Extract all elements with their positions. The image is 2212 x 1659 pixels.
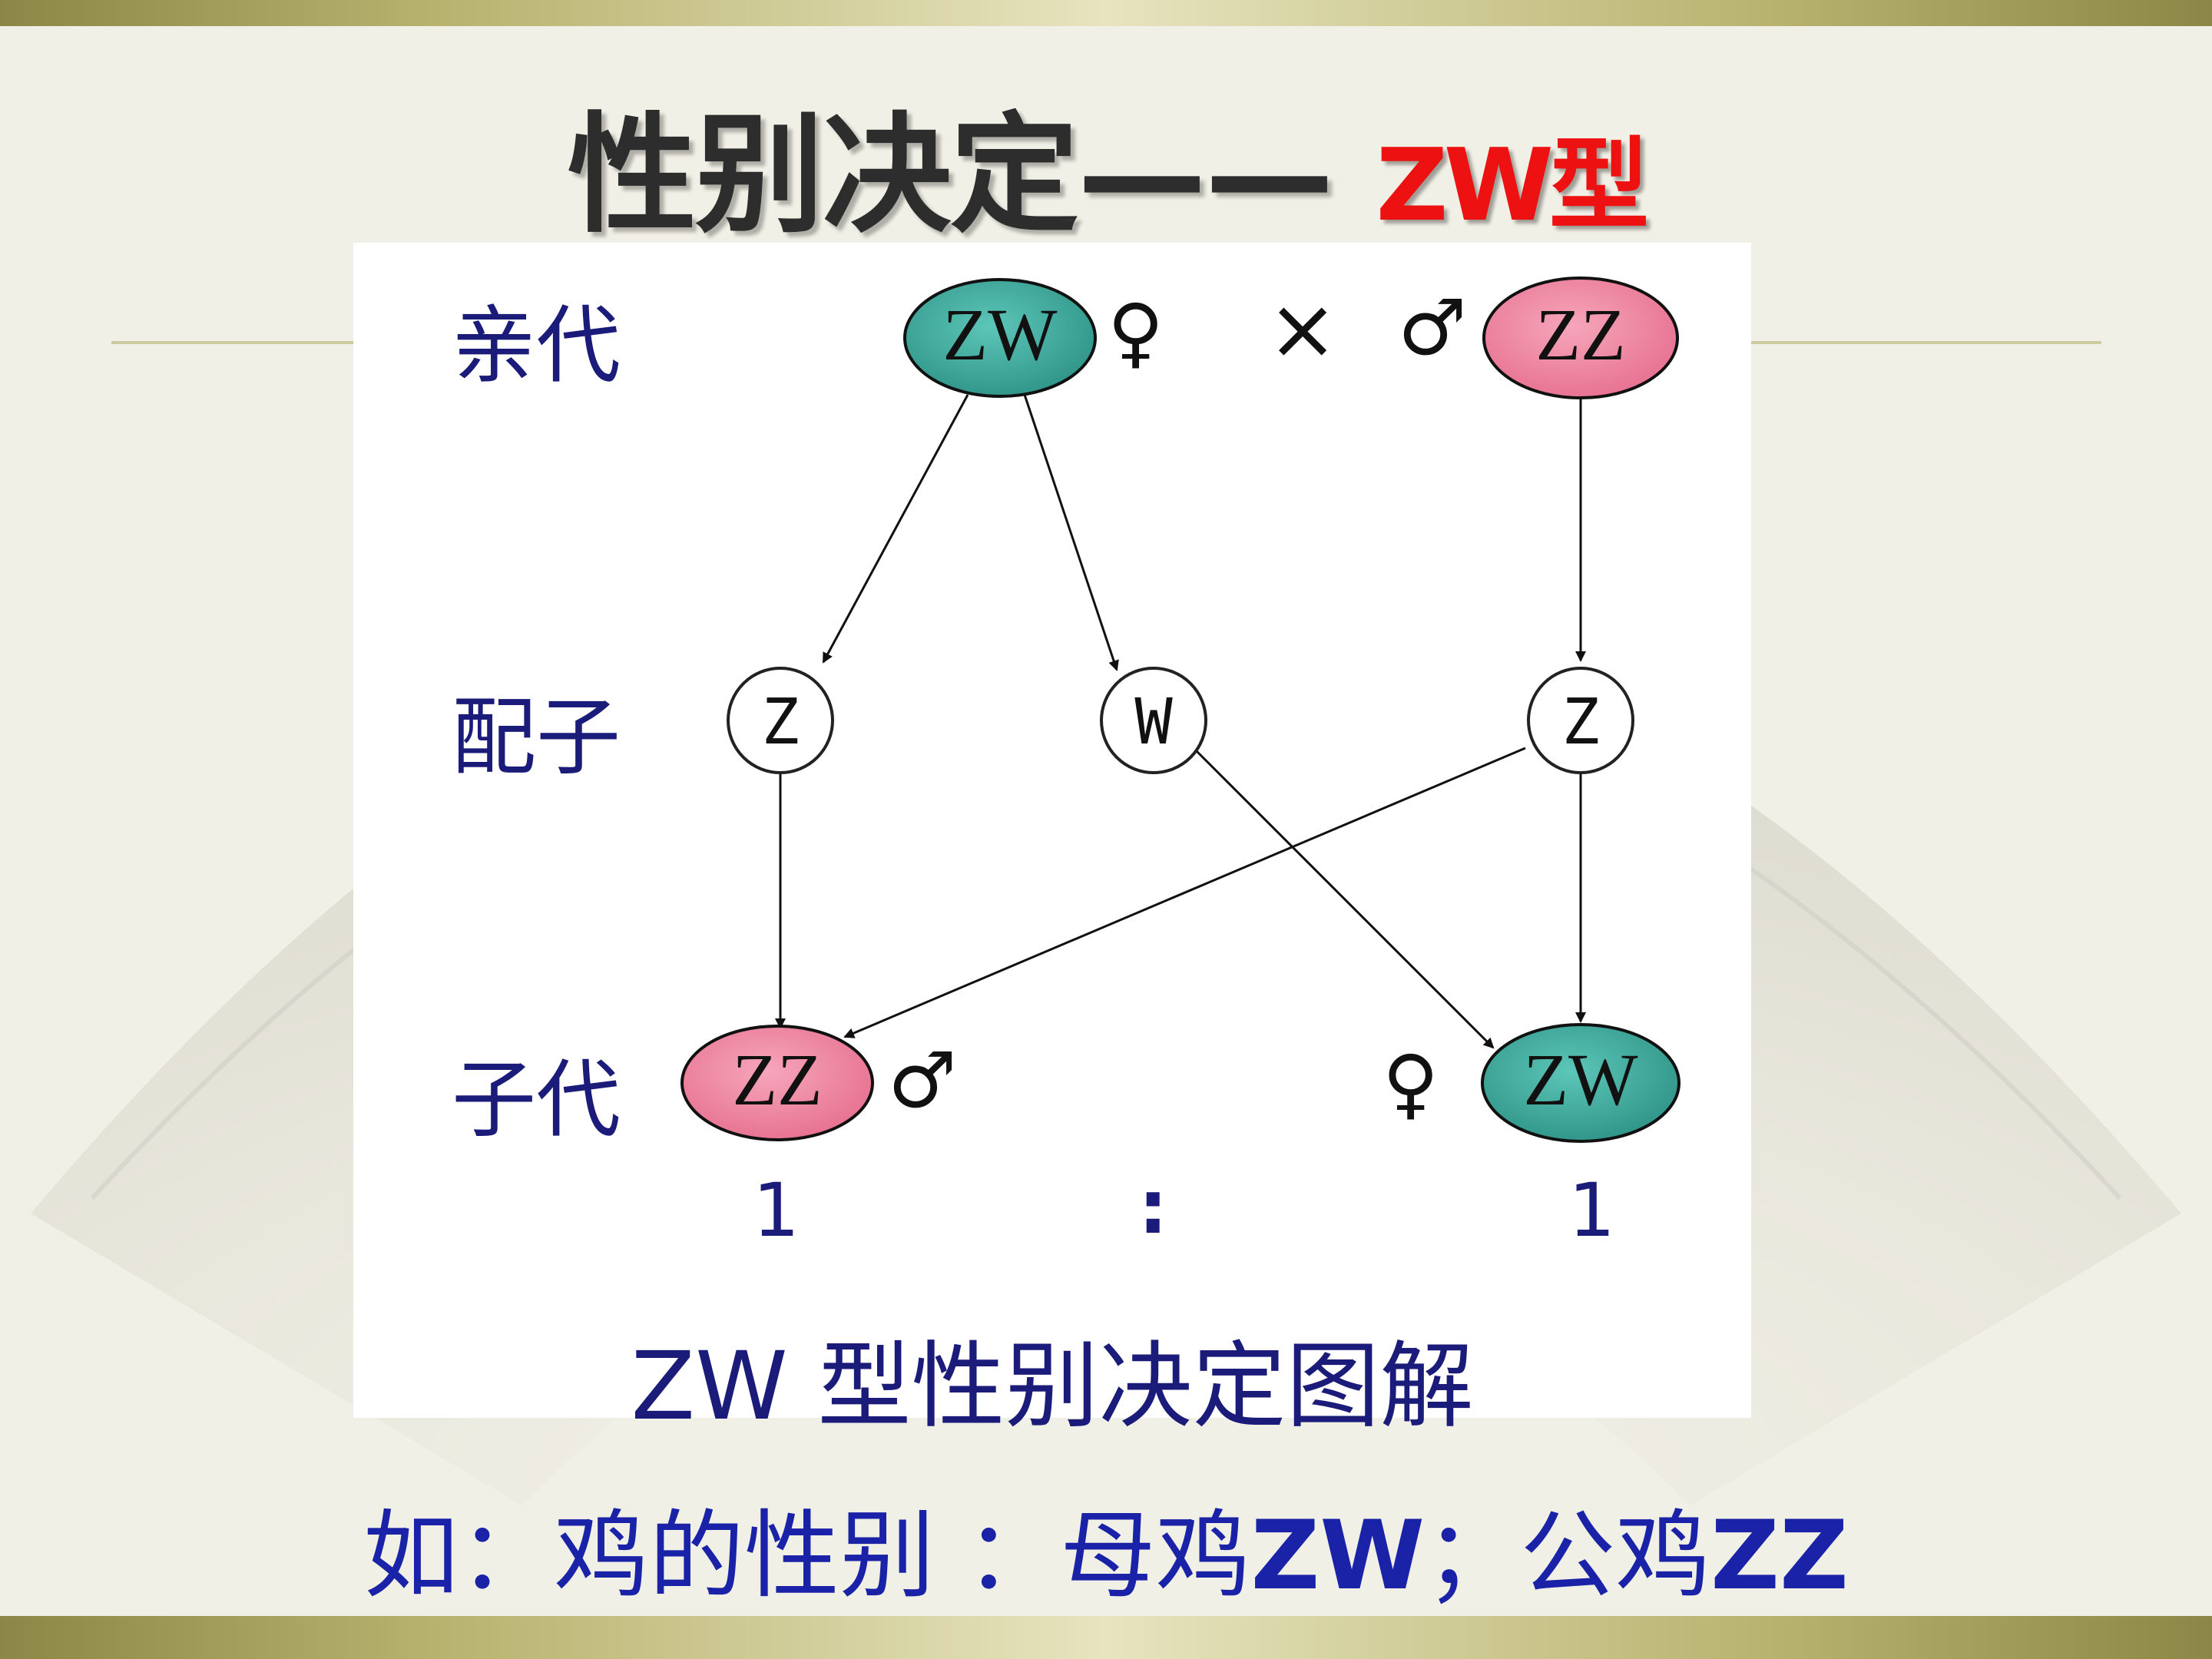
node-gamete-z-2 xyxy=(1527,667,1634,774)
footer-hen-genotype: ZW xyxy=(1250,1501,1426,1611)
male-symbol-offspring: ♂ xyxy=(888,1035,957,1125)
arrow-gamete-w-to-offspring-zw xyxy=(1192,747,1495,1049)
female-symbol-offspring: ♀ xyxy=(1382,1038,1439,1128)
top-decor-bar xyxy=(0,0,2212,26)
node-gamete-z-1-label: Z xyxy=(761,686,799,759)
row-label-offspring: 子代 xyxy=(452,1051,621,1149)
node-offspring-female xyxy=(1481,1023,1681,1143)
node-parent-male-label: ZZ xyxy=(1535,293,1625,376)
node-offspring-male xyxy=(680,1025,874,1141)
footer-rooster-genotype: ZZ xyxy=(1710,1501,1849,1611)
title-main: 性别决定 xyxy=(567,100,1079,250)
arrow-gamete-z3-to-offspring-zz xyxy=(843,747,1526,1038)
ratio-separator: : xyxy=(1138,1164,1168,1250)
cross-symbol: × xyxy=(1267,280,1339,378)
node-parent-female xyxy=(903,278,1097,398)
node-gamete-w xyxy=(1100,667,1207,774)
node-parent-male xyxy=(1482,276,1679,399)
node-gamete-z-2-label: Z xyxy=(1561,686,1599,759)
footer-separator: ；公鸡 xyxy=(1425,1501,1711,1611)
ratio-left: 1 xyxy=(753,1167,800,1253)
female-symbol-parent: ♀ xyxy=(1108,287,1164,377)
diagram-panel: ZW ZZ Z W Z ZZ ZW 亲代 配子 子代 ♀ × ♂ ♂ ♀ 1 :… xyxy=(353,243,1751,1441)
header-rule-left xyxy=(111,341,353,344)
node-gamete-w-label: W xyxy=(1134,686,1173,759)
title-dash: —— xyxy=(1077,100,1334,250)
row-label-parent: 亲代 xyxy=(452,296,621,395)
node-offspring-female-label: ZW xyxy=(1523,1038,1638,1121)
ratio-right: 1 xyxy=(1568,1167,1616,1253)
footer-prefix: 如：鸡的性别 ：母鸡 xyxy=(363,1501,1251,1611)
node-gamete-z-1 xyxy=(727,667,834,774)
bottom-decor-bar xyxy=(0,1616,2212,1659)
title-type: ZW型 xyxy=(1376,127,1649,243)
header-rule-right xyxy=(1750,341,2101,344)
node-offspring-male-label: ZZ xyxy=(732,1038,822,1121)
slide-title: 性别决定—— ZW型 xyxy=(0,71,2212,257)
footer-example: 如：鸡的性别 ：母鸡ZW；公鸡ZZ xyxy=(0,1478,2212,1616)
arrow-parent-f-to-gamete-z xyxy=(822,394,969,664)
male-symbol-parent: ♂ xyxy=(1398,283,1467,373)
inheritance-diagram: ZW ZZ Z W Z ZZ ZW xyxy=(680,276,1681,1143)
arrow-parent-f-to-gamete-w xyxy=(1023,394,1119,671)
node-parent-female-label: ZW xyxy=(942,293,1058,376)
row-label-gamete: 配子 xyxy=(452,688,621,786)
diagram-caption: ZW 型性别决定图解 xyxy=(631,1332,1474,1441)
